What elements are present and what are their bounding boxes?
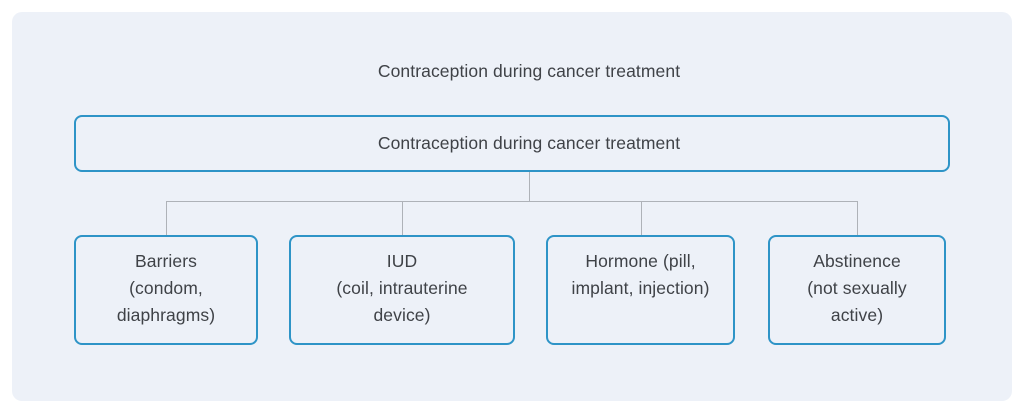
connector-stub-hormone <box>641 202 642 235</box>
child-node-abstinence: Abstinence (not sexually active) <box>768 235 946 345</box>
diagram-title: Contraception during cancer treatment <box>377 61 681 81</box>
connector-horizontal-rail <box>166 201 858 202</box>
root-node-contraception: Contraception during cancer treatment <box>74 115 950 172</box>
connector-stub-iud <box>402 202 403 235</box>
child-node-iud: IUD (coil, intrauterine device) <box>289 235 515 345</box>
connector-root-stub <box>529 172 530 202</box>
diagram-panel: Contraception during cancer treatment Co… <box>12 12 1012 401</box>
child-node-hormone: Hormone (pill, implant, injection) <box>546 235 735 345</box>
connector-stub-abstinence <box>857 202 858 235</box>
child-node-barriers: Barriers (condom, diaphragms) <box>74 235 258 345</box>
connector-stub-barriers <box>166 202 167 235</box>
